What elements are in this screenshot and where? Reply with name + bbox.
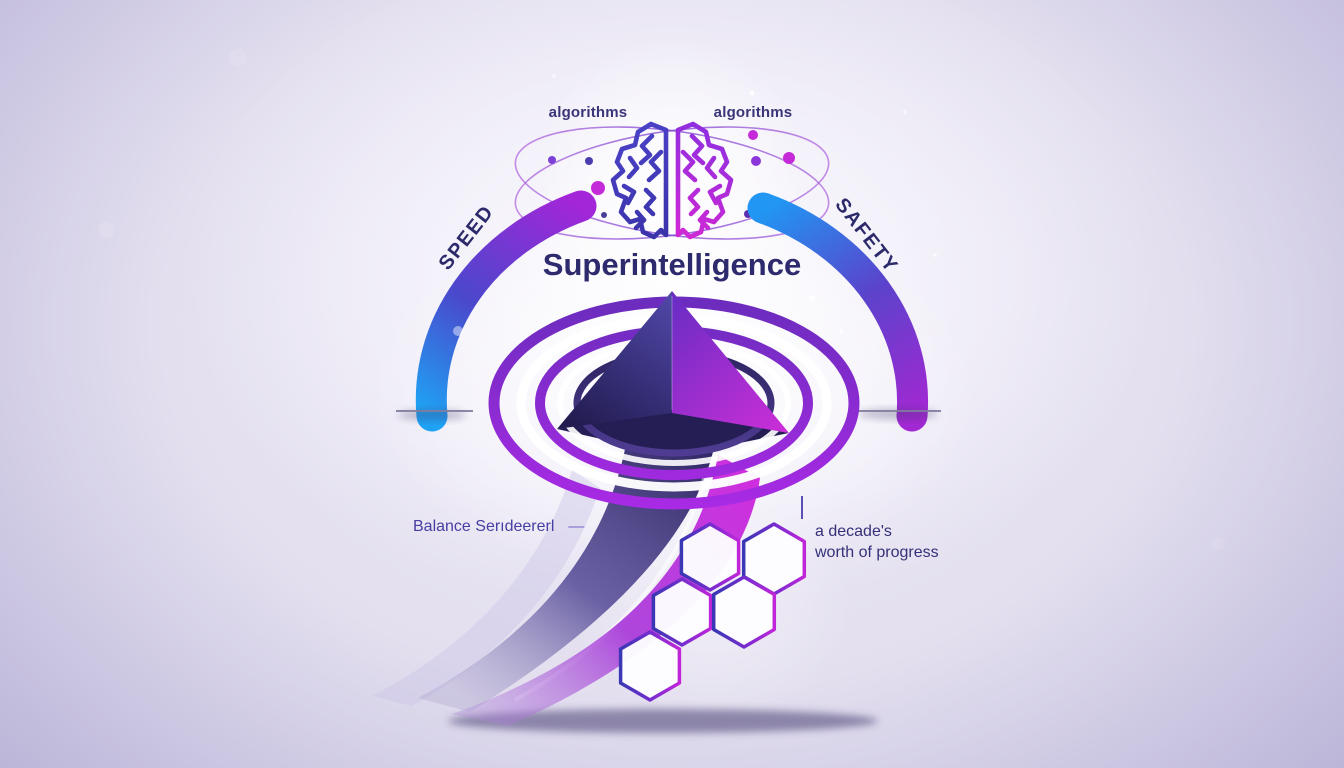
ascent-arrow-icon xyxy=(557,291,789,433)
caption-left-text: Balance Serıdeererl xyxy=(413,518,555,535)
orbit-node-dots xyxy=(548,130,795,218)
arrow-shaft-swoosh xyxy=(418,418,718,712)
bokeh-dot xyxy=(1211,537,1225,551)
page-title: Superintelligence xyxy=(542,247,802,282)
bokeh-dot xyxy=(98,222,114,238)
hexagon xyxy=(679,522,741,592)
hexagon xyxy=(618,630,682,702)
orbit-rings-front xyxy=(488,402,860,510)
caption-left: Balance Serıdeererl — xyxy=(413,518,584,536)
bokeh-dot xyxy=(229,49,247,67)
speed-arc xyxy=(415,190,597,432)
hexagon xyxy=(711,575,777,649)
hexagon-cluster xyxy=(618,522,807,702)
hexagon xyxy=(651,577,713,647)
caption-left-dash: — xyxy=(568,518,585,535)
caption-right-line2: worth of progress xyxy=(815,544,939,561)
ground-shadow xyxy=(448,709,878,733)
speed-arc-end-shadow xyxy=(398,410,466,420)
caption-right: a decade's worth of progress xyxy=(815,521,939,563)
caption-right-tick xyxy=(801,496,803,519)
sparkle-dots xyxy=(453,74,937,336)
algorithms-label-left: algorithms xyxy=(548,104,628,121)
safety-arc xyxy=(747,192,929,432)
caption-right-line1: a decade's xyxy=(815,523,892,540)
algorithms-label-right: algorithms xyxy=(713,104,793,121)
